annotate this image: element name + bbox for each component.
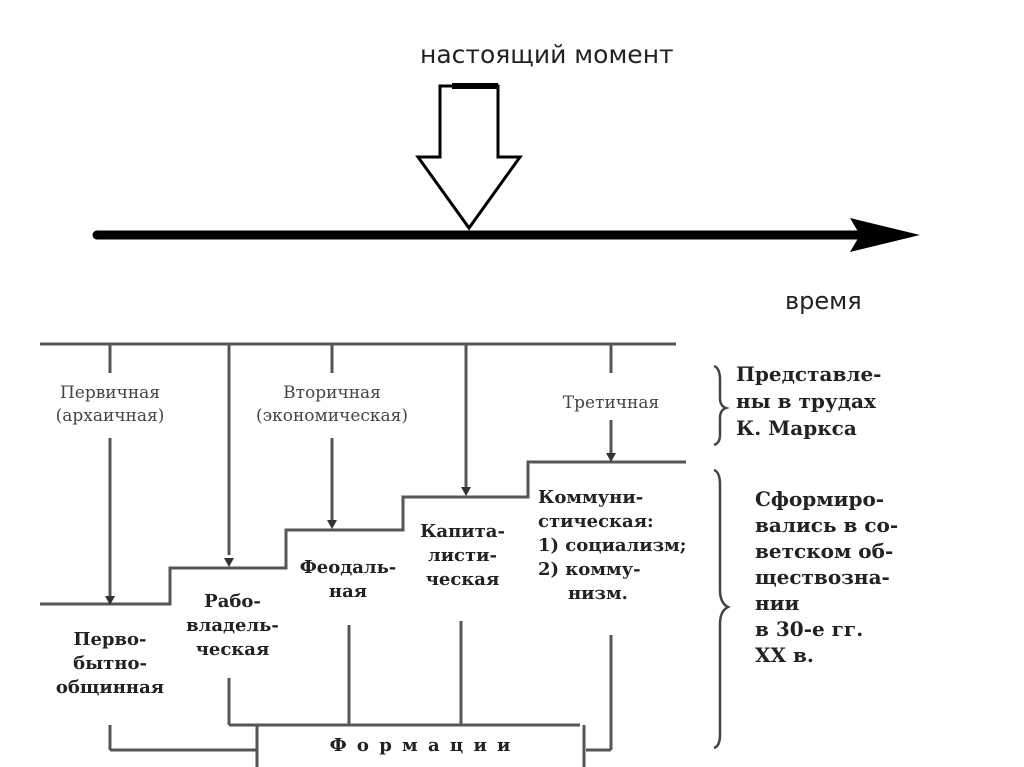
stage-primary-line: Первичная [59,383,161,403]
formation-line: общинная [55,677,165,698]
note-line: вались в со- [755,513,899,537]
stage-tertiary: Третичная [562,393,660,413]
note-line: ветском об- [755,539,894,563]
formation-line: Капита- [420,521,505,542]
formation-line: ная [328,581,368,602]
formation-line: Перво- [73,629,147,650]
formation-line: стическая: [538,511,654,532]
note-line: К. Маркса [736,416,857,440]
time-axis-label: время [785,287,862,315]
note-line: нии [755,591,800,615]
formation-feudal: Феодаль- ная [288,556,408,604]
formation-line: Коммуни- [538,487,644,508]
stage-primary: Первичная (архаичная) [35,382,185,428]
note-soviet: Сформиро- вались в со- ветском об- ществ… [755,486,898,668]
stage-primary-line: (архаичная) [55,406,165,426]
note-line: Представле- [736,362,882,386]
brace-marx [713,364,730,447]
formation-capitalist: Капита- листи- ческая [405,520,520,592]
note-line: ществозна- [755,565,890,589]
brace-soviet [713,468,731,750]
formation-line: Рабо- [204,591,261,612]
stage-secondary: Вторичная (экономическая) [237,382,427,428]
formation-line: владель- [186,615,279,636]
formation-line: 1) социализм; [538,535,687,556]
formation-line: ческая [425,569,500,590]
time-axis-arrowhead [850,218,920,252]
stage-secondary-line: (экономическая) [255,406,409,426]
note-line: Сформиро- [755,487,885,511]
formation-line: 2) комму- [538,559,641,580]
present-moment-arrow [415,84,523,231]
formation-line: ческая [195,639,270,660]
formation-line: листи- [428,545,497,566]
formation-line: низм. [568,583,628,604]
formation-communist: Коммуни- стическая: 1) социализм; 2) ком… [538,486,718,606]
stage-secondary-line: Вторичная [283,383,381,403]
note-line: XX в. [755,643,814,667]
formation-primitive: Перво- бытно- общинная [40,628,180,700]
note-line: в 30-е гг. [755,617,864,641]
formations-base-label: Ф о р м а ц и и [329,735,513,756]
note-marx: Представле- ны в трудах К. Маркса [736,361,881,442]
formation-slave: Рабо- владель- ческая [175,590,290,662]
note-line: ны в трудах [736,389,876,413]
present-moment-label: настоящий момент [420,40,674,69]
formation-line: Феодаль- [299,557,397,578]
formation-line: бытно- [73,653,147,674]
